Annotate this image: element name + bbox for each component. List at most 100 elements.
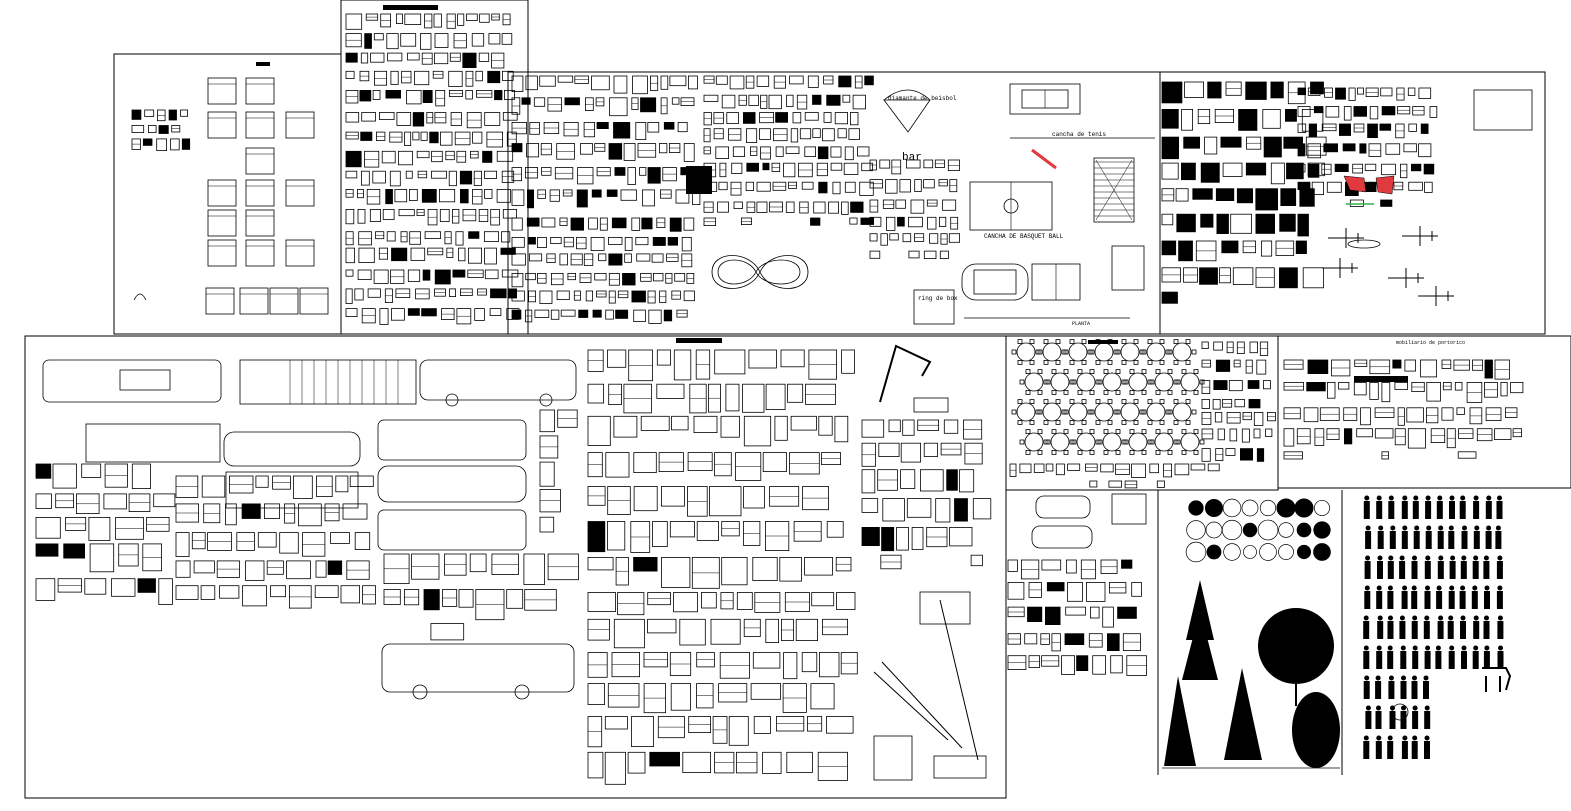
car-top-icon (736, 592, 753, 610)
urban-symbol-icon (591, 189, 602, 198)
street-furniture-icon (837, 128, 847, 139)
chair-icon (1017, 339, 1023, 345)
chair-icon (1185, 399, 1191, 405)
person-head-icon (1388, 615, 1393, 621)
chair-icon (1181, 369, 1187, 375)
person-icon (1423, 681, 1429, 699)
construction-vehicle-icon (900, 469, 916, 489)
street-furniture-icon (703, 94, 719, 102)
car-icon (241, 503, 261, 519)
chair-icon (1149, 379, 1155, 385)
chair-icon (1167, 349, 1173, 355)
street-furniture-icon (715, 146, 729, 159)
office-furniture-icon (345, 13, 363, 30)
kitchen-cabinet-icon (1494, 428, 1512, 441)
dresser-icon (142, 138, 153, 146)
bathroom-fixture-icon (1102, 606, 1114, 628)
chair-icon (1155, 429, 1161, 435)
person-icon (1387, 741, 1394, 759)
pickup-top-icon (430, 623, 465, 641)
urban-symbol-icon (623, 143, 636, 161)
construction-vehicle-icon (959, 469, 975, 493)
plant-plan-icon (1221, 519, 1243, 541)
dining-set-icon (1228, 380, 1243, 392)
playground-icon (897, 216, 905, 227)
round-table-icon (1120, 342, 1140, 362)
window-elevation-icon (1385, 143, 1401, 155)
person-head-icon (1473, 645, 1479, 651)
street-furniture-icon (849, 217, 858, 225)
urban-symbol-icon (620, 189, 637, 201)
dresser-icon (180, 109, 188, 117)
car-top-icon (811, 592, 835, 607)
chair-icon (1129, 369, 1135, 375)
car-top-icon (587, 415, 611, 446)
car-icon (257, 532, 277, 548)
toilet-fixture-icon (560, 309, 576, 317)
round-table-icon (1094, 342, 1114, 362)
kitchen-cabinet-icon (1404, 359, 1416, 372)
construction-vehicle-icon (900, 442, 922, 463)
street-furniture-icon (810, 217, 821, 226)
car-top-icon (661, 486, 685, 507)
chair-icon (1107, 359, 1113, 365)
sheet-dining-title-bar (1088, 340, 1118, 344)
round-table-icon (1024, 432, 1044, 452)
toilet-fixture-icon (633, 309, 646, 323)
dining-set-icon (1249, 341, 1258, 354)
office-furniture-icon (458, 247, 466, 262)
chair-icon (1037, 349, 1043, 355)
urban-symbol-icon (683, 143, 695, 162)
door-window-icon (1302, 267, 1324, 289)
sheet-kitchen-border (1277, 335, 1571, 489)
office-furniture-icon (434, 269, 451, 285)
office-furniture-icon (419, 33, 432, 50)
kitchen-cabinet-icon (1327, 381, 1336, 399)
chair-icon (1089, 449, 1095, 455)
round-table-icon (1180, 372, 1200, 392)
car-icon (52, 463, 77, 489)
street-furniture-icon (718, 181, 728, 191)
round-table-icon (1120, 402, 1140, 422)
person-head-icon (1425, 555, 1431, 561)
office-furniture-icon (345, 288, 353, 304)
person-head-icon (1425, 645, 1431, 651)
airplane-icon (1418, 286, 1454, 306)
office-furniture-icon (502, 208, 517, 219)
office-furniture-icon (502, 112, 518, 121)
office-furniture-icon (386, 33, 399, 50)
car-top-icon (613, 415, 638, 438)
car-icon (137, 578, 156, 593)
construction-vehicle-icon (911, 527, 924, 551)
office-furniture-icon (390, 70, 399, 85)
chair-icon (1043, 339, 1049, 345)
bed-icon (207, 111, 237, 139)
street-furniture-icon (731, 162, 743, 174)
soccer-field-icon (973, 269, 1017, 295)
bathroom-fixture-icon (1066, 559, 1077, 574)
car-top-icon (783, 652, 798, 680)
bed-icon (205, 287, 235, 315)
chair-icon (1043, 399, 1049, 405)
street-furniture-icon (850, 112, 859, 126)
label-tennis: cancha de tenis (1052, 131, 1107, 138)
person-head-icon (1402, 525, 1408, 531)
person-head-icon (1365, 525, 1371, 531)
kitchen-cabinet-icon (1353, 381, 1367, 396)
airplane-icon (1328, 228, 1364, 248)
plant-plan-icon (1223, 543, 1241, 561)
kitchen-cabinet-icon (1369, 381, 1379, 400)
chair-icon (1121, 339, 1127, 345)
kitchen-cabinet-icon (1510, 381, 1524, 394)
office-furniture-icon (345, 52, 358, 63)
loader-icon (919, 591, 971, 625)
bus-side-2-icon (225, 471, 359, 509)
urban-symbol-icon (557, 75, 574, 83)
car-top-icon (656, 349, 671, 366)
person-icon (1472, 561, 1479, 579)
chair-icon (1141, 389, 1147, 395)
conifer-2-icon (1164, 676, 1196, 766)
door-window-icon (1161, 81, 1183, 104)
kitchen-cabinet-icon (1457, 451, 1477, 459)
car-icon (158, 578, 173, 605)
